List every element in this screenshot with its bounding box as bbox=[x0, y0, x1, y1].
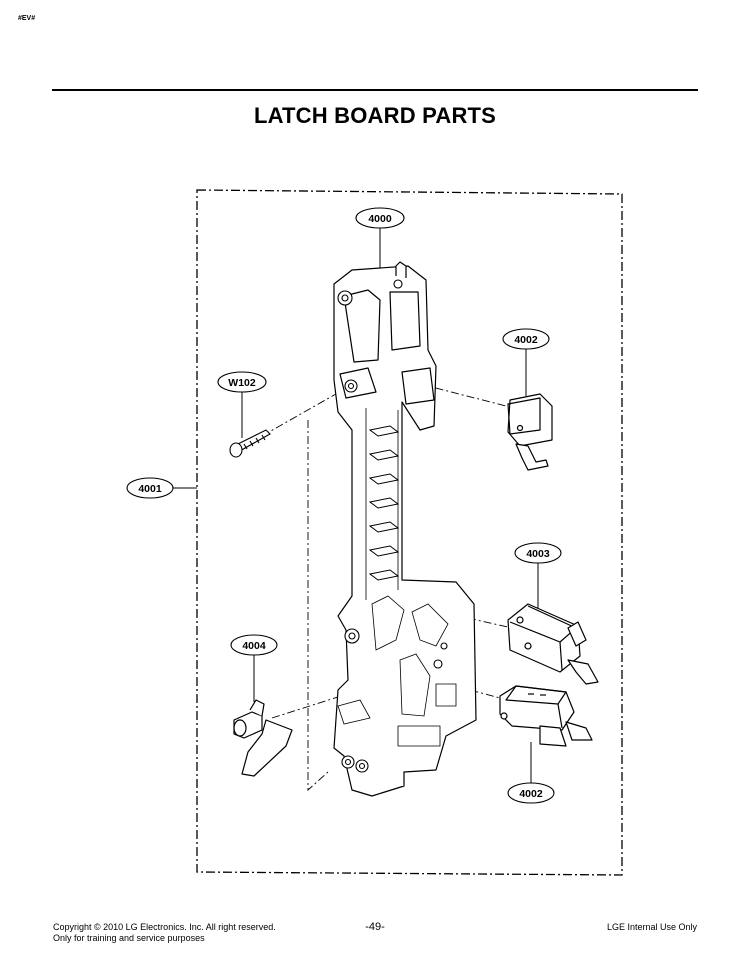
callout-4001-bubble bbox=[126, 477, 174, 499]
lever bbox=[233, 699, 293, 777]
switch-upper bbox=[507, 393, 553, 471]
screw bbox=[229, 429, 271, 458]
callout-4004-label: 4004 bbox=[242, 640, 266, 652]
callout-4003-label: 4003 bbox=[526, 548, 550, 560]
switch-middle bbox=[507, 603, 599, 685]
callout-4000-bubble bbox=[355, 207, 405, 229]
page-title: LATCH BOARD PARTS bbox=[253, 103, 497, 128]
callout-4003-bubble bbox=[514, 542, 562, 564]
switch-lower bbox=[499, 685, 593, 747]
callout-4002-upper-bubble bbox=[502, 328, 550, 350]
path-switch-upper bbox=[419, 383, 507, 407]
classification-label: LGE Internal Use Only bbox=[606, 922, 697, 932]
header-rule bbox=[52, 89, 698, 91]
callout-w102-bubble bbox=[217, 371, 267, 393]
callout-4002-upper-label: 4002 bbox=[514, 334, 538, 346]
path-switch-middle bbox=[467, 617, 513, 629]
assembly-boundary bbox=[196, 189, 623, 876]
corner-tag: #EV# bbox=[18, 15, 36, 22]
callout-4002-lower-label: 4002 bbox=[519, 788, 543, 800]
latch-board bbox=[333, 261, 477, 797]
copyright-text: Copyright © 2010 LG Electronics. Inc. Al… bbox=[53, 922, 276, 932]
callout-4001-label: 4001 bbox=[138, 483, 162, 495]
page-number: -49- bbox=[365, 921, 385, 933]
callout-w102-label: W102 bbox=[228, 377, 256, 389]
usage-note: Only for training and service purposes bbox=[53, 933, 205, 943]
callout-4004-bubble bbox=[230, 634, 278, 656]
footer-left: Copyright © 2010 LG Electronics. Inc. Al… bbox=[53, 922, 276, 944]
callout-4000-label: 4000 bbox=[368, 213, 392, 225]
path-frame-left bbox=[307, 420, 329, 792]
callout-4002-lower-bubble bbox=[507, 782, 555, 804]
